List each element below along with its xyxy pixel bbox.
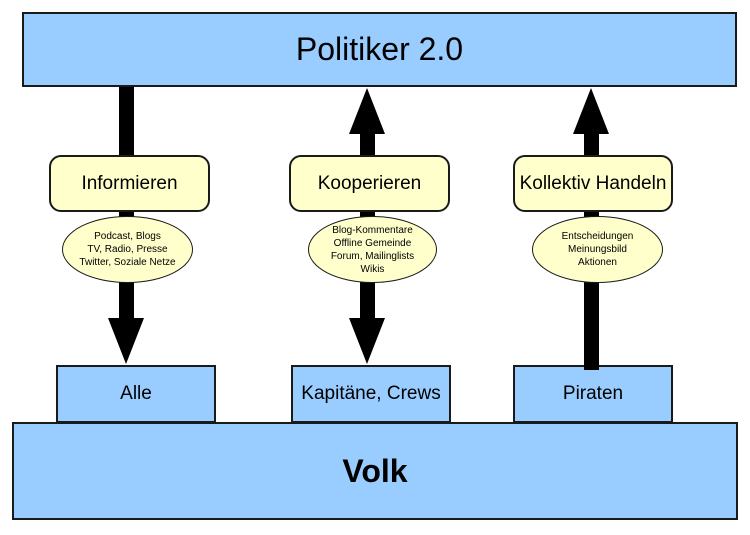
target-box-kapitaene-crews: Kapitäne, Crews (291, 365, 451, 423)
action-label-kollektiv-handeln: Kollektiv Handeln (519, 172, 667, 194)
channel-line: Blog-Kommentare (332, 224, 413, 236)
politiker-box: Politiker 2.0 (22, 12, 737, 87)
channel-line: Podcast, Blogs (94, 231, 161, 242)
channel-line: Twitter, Soziale Netze (79, 257, 176, 268)
politiker-box-label: Politiker 2.0 (295, 31, 464, 67)
target-label-piraten: Piraten (562, 383, 624, 404)
volk-box: Volk (12, 422, 738, 520)
target-label-alle: Alle (120, 383, 152, 404)
channels-ellipse-kooperieren: Blog-Kommentare Offline Gemeinde Forum, … (308, 216, 437, 283)
action-label-informieren: Informieren (81, 172, 178, 194)
channel-line: TV, Radio, Presse (87, 244, 168, 255)
channel-line: Entscheidungen (561, 231, 634, 242)
channel-line: Meinungsbild (568, 244, 627, 255)
target-label-kapitaene-crews: Kapitäne, Crews (301, 383, 441, 404)
channel-line: Offline Gemeinde (333, 237, 412, 249)
arrowhead-up-kollektiv-icon (573, 88, 609, 134)
target-box-alle: Alle (56, 365, 216, 423)
target-box-piraten: Piraten (513, 365, 673, 423)
channel-line: Wikis (360, 263, 385, 275)
channel-line: Forum, Mailinglists (330, 250, 415, 262)
action-box-kooperieren: Kooperieren (289, 155, 450, 212)
volk-box-label: Volk (342, 452, 408, 489)
arrowhead-down-informieren-icon (108, 318, 144, 364)
action-box-informieren: Informieren (49, 155, 210, 212)
arrowhead-down-kooperieren-icon (349, 318, 385, 364)
arrowhead-up-kooperieren-icon (349, 88, 385, 134)
arrow-shaft-kollektiv-nub (584, 364, 599, 370)
channel-line: Aktionen (578, 257, 617, 268)
channels-ellipse-informieren: Podcast, Blogs TV, Radio, Presse Twitter… (62, 216, 193, 283)
action-box-kollektiv-handeln: Kollektiv Handeln (513, 155, 673, 212)
action-label-kooperieren: Kooperieren (317, 172, 422, 194)
channels-ellipse-kollektiv: Entscheidungen Meinungsbild Aktionen (532, 216, 663, 283)
